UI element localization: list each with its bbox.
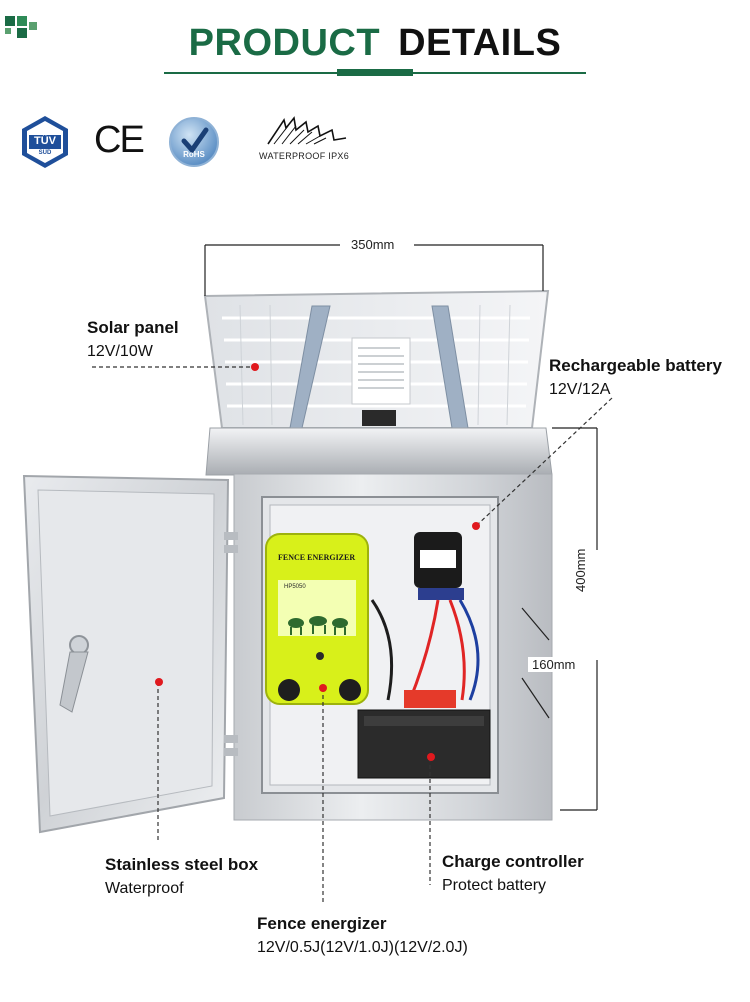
- battery-marker: [472, 522, 480, 530]
- solar-panel-marker: [251, 363, 259, 371]
- rohs-text: RoHS: [183, 150, 205, 159]
- battery-title: Rechargeable battery: [549, 356, 722, 375]
- energizer-spec: 12V/0.5J(12V/1.0J)(12V/2.0J): [257, 939, 468, 956]
- solar-panel-title: Solar panel: [87, 318, 179, 337]
- rohs-icon: RoHS: [168, 116, 220, 168]
- energizer-device-label: FENCE ENERGIZER: [278, 553, 356, 562]
- steel-box-title: Stainless steel box: [105, 855, 259, 874]
- title-part-1: PRODUCT: [188, 22, 381, 64]
- tuv-text: TÜV: [34, 135, 56, 147]
- solar-panel-spec: 12V/10W: [87, 343, 153, 360]
- steel-box-spec: Waterproof: [105, 880, 184, 897]
- height-dimension-label: 400mm: [573, 544, 588, 596]
- title-part-2: DETAILS: [398, 22, 562, 64]
- width-dimension-label: 350mm: [347, 237, 399, 252]
- title-underline-accent: [337, 69, 413, 76]
- battery-spec: 12V/12A: [549, 381, 611, 398]
- tuv-sub-text: SÜD: [38, 150, 52, 156]
- controller-spec: Protect battery: [442, 877, 547, 894]
- waterproof-icon: [262, 116, 352, 146]
- page-title: PRODUCT DETAILS: [0, 22, 750, 65]
- brand-logo-icon: [0, 0, 40, 40]
- energizer-title: Fence energizer: [257, 914, 387, 933]
- ce-mark-icon: CE: [94, 119, 145, 161]
- controller-marker: [427, 753, 435, 761]
- steel-box-marker: [155, 678, 163, 686]
- waterproof-label: WATERPROOF IPX6: [259, 151, 350, 161]
- energizer-model-label: HP5050: [284, 584, 306, 590]
- energizer-marker: [319, 684, 327, 692]
- depth-dimension-label: 160mm: [528, 657, 580, 672]
- tuv-certification-icon: TÜV SÜD: [18, 115, 72, 169]
- controller-title: Charge controller: [442, 852, 584, 871]
